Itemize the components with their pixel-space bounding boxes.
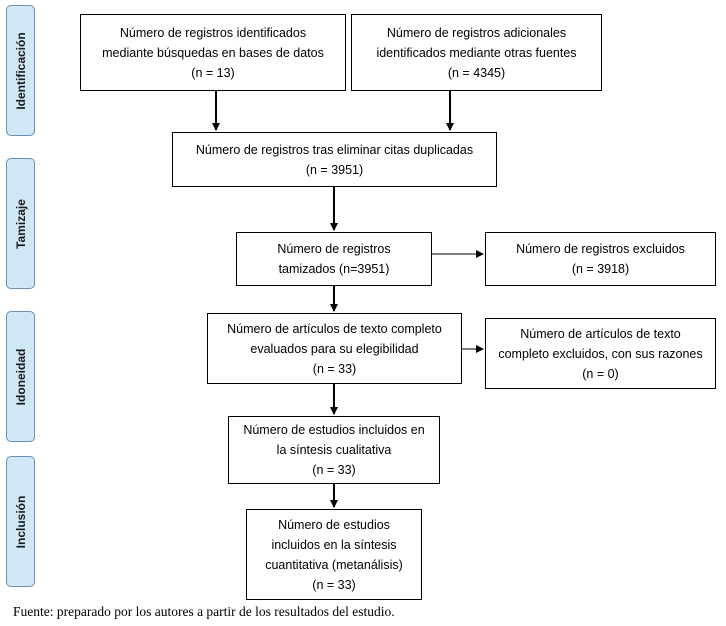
phase-identificacion: Identificación — [6, 5, 35, 136]
box-excluded-records: Número de registros excluidos (n = 3918) — [485, 232, 716, 286]
box-fulltext-assessed-count: (n = 33) — [312, 361, 357, 376]
box-fulltext-excluded: Número de artículos de texto completo ex… — [485, 318, 716, 389]
box-database-records: Número de registros identificados median… — [80, 14, 346, 91]
box-fulltext-assessed: Número de artículos de texto completo ev… — [207, 313, 462, 384]
box-quantitative-synthesis-line3: cuantitativa (metanálisis) — [265, 557, 403, 572]
box-additional-records-count: (n = 4345) — [447, 65, 506, 80]
box-qualitative-synthesis-count: (n = 33) — [312, 463, 356, 477]
box-screened-records: Número de registros tamizados (n=3951) — [236, 232, 432, 286]
box-screened-records-line1: Número de registros — [277, 242, 391, 256]
box-additional-records-line2: identificados mediante otras fuentes — [376, 45, 577, 60]
box-qualitative-synthesis-line2: la síntesis cualitativa — [276, 443, 392, 457]
box-excluded-records-count: (n = 3918) — [571, 262, 630, 276]
phase-inclusion: Inclusión — [6, 456, 35, 587]
box-quantitative-synthesis: Número de estudios incluidos en la sínte… — [246, 509, 422, 600]
box-screened-records-line2: tamizados (n=3951) — [278, 262, 390, 276]
box-deduplicated-records-count: (n = 3951) — [305, 162, 364, 177]
box-quantitative-synthesis-line1: Número de estudios — [278, 517, 390, 532]
box-qualitative-synthesis-line1: Número de estudios incluidos en — [243, 423, 425, 437]
phase-tamizaje: Tamizaje — [6, 158, 35, 289]
box-deduplicated-records-line1: Número de registros tras eliminar citas … — [195, 142, 474, 157]
box-quantitative-synthesis-count: (n = 33) — [312, 577, 356, 592]
source-note: Fuente: preparado por los autores a part… — [13, 604, 395, 619]
box-fulltext-excluded-line1: Número de artículos de texto — [520, 326, 681, 341]
box-fulltext-excluded-line2: completo excluidos, con sus razones — [498, 346, 703, 361]
box-excluded-records-line1: Número de registros excluidos — [516, 242, 685, 256]
box-database-records-line2: mediante búsquedas en bases de datos — [102, 45, 324, 60]
box-qualitative-synthesis: Número de estudios incluidos en la sínte… — [228, 416, 440, 484]
box-fulltext-excluded-count: (n = 0) — [582, 366, 619, 381]
box-fulltext-assessed-line1: Número de artículos de texto completo — [227, 321, 442, 336]
phase-idoneidad: Idoneidad — [6, 311, 35, 442]
box-deduplicated-records: Número de registros tras eliminar citas … — [172, 132, 497, 187]
box-database-records-line1: Número de registros identificados — [119, 25, 307, 40]
box-additional-records-line1: Número de registros adicionales — [386, 25, 567, 40]
box-additional-records: Número de registros adicionales identifi… — [351, 14, 602, 91]
box-fulltext-assessed-line2: evaluados para su elegibilidad — [250, 341, 419, 356]
box-quantitative-synthesis-line2: incluidos en la síntesis — [271, 537, 397, 552]
box-database-records-count: (n = 13) — [191, 65, 235, 80]
